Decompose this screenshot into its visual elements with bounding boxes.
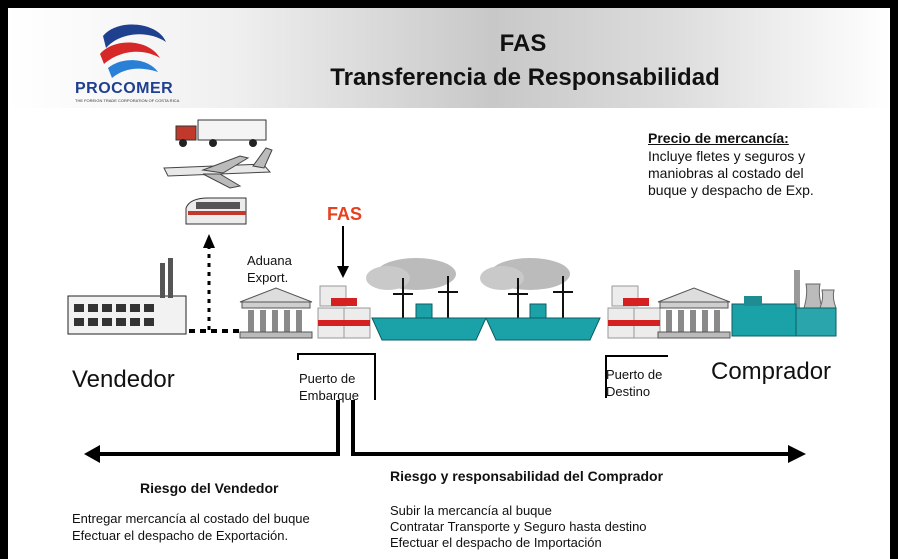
puerto-destino-line: Destino	[606, 384, 651, 399]
industrial-plant-icon	[731, 270, 837, 337]
factory-icon	[67, 258, 187, 335]
left-arrow-icon	[84, 445, 100, 463]
aduana-line: Aduana	[247, 253, 292, 268]
cargo-boxes-icon	[317, 285, 371, 339]
buyer-risk-line: Efectuar el despacho de Importación	[390, 535, 602, 550]
customs-building-icon	[239, 287, 313, 339]
seller-risk-line: Entregar mercancía al costado del buque	[72, 511, 310, 526]
vendedor-label: Vendedor	[72, 366, 175, 393]
puerto-embarque-label: Puerto de Embarque	[299, 370, 359, 404]
puerto-destino-line: Puerto de	[606, 367, 663, 382]
slide: FAS Transferencia de Responsabilidad PRO…	[8, 8, 890, 559]
slide-subtitle: Transferencia de Responsabilidad	[330, 64, 720, 91]
procomer-logo-icon	[100, 24, 166, 78]
aduana-export-label: Aduana Export.	[247, 252, 292, 286]
ship-icon	[366, 258, 487, 341]
price-note-line: buque y despacho de Exp.	[648, 182, 814, 198]
customs-building-icon	[657, 287, 731, 339]
seller-risk-title: Riesgo del Vendedor	[140, 480, 279, 496]
up-arrow-icon	[203, 234, 215, 248]
header-banner	[8, 8, 890, 108]
truck-icon	[175, 119, 267, 147]
diagram-artwork	[67, 24, 837, 463]
buyer-risk-title: Riesgo y responsabilidad del Comprador	[390, 468, 664, 484]
logo-name: PROCOMER	[75, 80, 174, 97]
cargo-boxes-icon	[607, 285, 661, 339]
price-note-line: Incluye fletes y seguros y	[648, 148, 806, 164]
comprador-label: Comprador	[711, 358, 832, 385]
buyer-risk-line: Subir la mercancía al buque	[390, 503, 552, 518]
logo-subtitle: THE FOREIGN TRADE CORPORATION OF COSTA R…	[75, 98, 180, 103]
slide-title: FAS	[499, 30, 547, 57]
down-arrow-icon	[337, 266, 349, 278]
puerto-embarque-line: Puerto de	[299, 371, 356, 386]
seller-risk-line: Efectuar el despacho de Exportación.	[72, 528, 289, 543]
right-arrow-icon	[788, 445, 806, 463]
price-note-line: maniobras al costado del	[648, 165, 804, 181]
price-note-title: Precio de mercancía:	[648, 130, 789, 146]
puerto-destino-label: Puerto de Destino	[606, 366, 662, 400]
aduana-line: Export.	[247, 270, 289, 285]
ship-icon	[480, 258, 601, 341]
train-icon	[185, 197, 247, 225]
buyer-risk-line: Contratar Transporte y Seguro hasta dest…	[390, 519, 647, 534]
airplane-icon	[163, 147, 273, 189]
puerto-embarque-line: Embarque	[299, 388, 359, 403]
fas-label: FAS	[327, 204, 363, 224]
